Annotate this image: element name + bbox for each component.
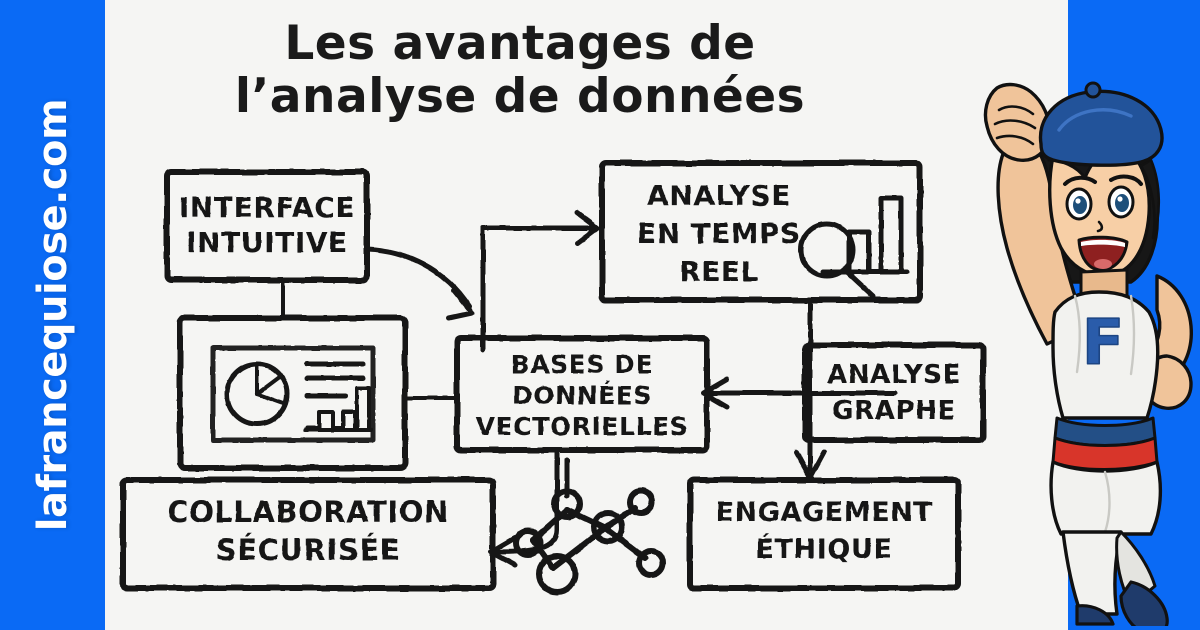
brand-site-name: lafrancequiose.com — [29, 98, 76, 532]
mascot-chest-logo: F — [1082, 306, 1124, 379]
edge-graphe-bases-arrowhead — [700, 376, 730, 410]
france-mascot-character: F — [983, 81, 1193, 626]
edge-interface-bases — [364, 246, 472, 309]
mascot-legs — [1061, 530, 1123, 616]
label-bases-line2: DONNÉES — [512, 381, 652, 410]
edge-bases-tempsreel — [480, 225, 594, 353]
mascot-shoe-right — [1119, 580, 1169, 626]
mascot-mouth — [1077, 235, 1129, 272]
label-collab-line2: SÉCURISÉE — [216, 533, 401, 567]
flowchart-diagram: INTERFACE INTUITIVE ANALYSE EN TEMPS REE… — [120, 160, 986, 595]
label-graphe-line2: GRAPHE — [832, 396, 956, 426]
edge-bases-collab — [494, 447, 560, 555]
label-interface-line2: INTUITIVE — [186, 226, 348, 259]
page-title: Les avantages de l’analyse de données — [105, 16, 935, 124]
label-ethique-line1: ENGAGEMENT — [715, 497, 932, 528]
node-engagement-ethique[interactable] — [687, 477, 961, 591]
label-bases-line3: VECTORIELLES — [476, 412, 689, 441]
brand-sidebar: lafrancequiose.com — [0, 0, 105, 630]
node-analyse-temps-reel[interactable] — [599, 160, 923, 303]
node-bases-donnees-vectorielles[interactable] — [454, 335, 710, 453]
page-title-line-2: l’analyse de données — [234, 68, 806, 124]
page-title-line-1: Les avantages de — [284, 16, 756, 71]
node-interface-intuitive[interactable] — [164, 169, 370, 283]
label-collab-line1: COLLABORATION — [167, 495, 449, 529]
label-tempsreel-line1: ANALYSE — [647, 179, 791, 212]
label-tempsreel-line3: REEL — [679, 255, 759, 288]
label-ethique-line2: ÉTHIQUE — [755, 533, 892, 565]
dashboard-chart-icon — [210, 345, 376, 443]
label-interface-line1: INTERFACE — [179, 191, 355, 224]
network-graph-icon — [513, 457, 666, 595]
node-dashboard-icon-box[interactable] — [177, 315, 408, 471]
node-labels: INTERFACE INTUITIVE ANALYSE EN TEMPS REE… — [167, 179, 961, 567]
mascot-beret-nub — [1084, 81, 1102, 99]
mascot-shoe-left — [1075, 604, 1115, 626]
magnifier-barchart-icon — [798, 195, 910, 299]
node-analyse-graphe[interactable] — [802, 342, 986, 443]
edge-bases-tempsreel-arrowhead — [574, 210, 600, 246]
mascot-beret — [1038, 89, 1164, 167]
edge-interface-bases-arrowhead — [446, 287, 475, 321]
node-collaboration-securisee[interactable] — [120, 477, 496, 591]
label-graphe-line1: ANALYSE — [827, 360, 961, 390]
mascot-shorts — [1049, 460, 1163, 536]
label-bases-line1: BASES DE — [511, 350, 654, 379]
label-tempsreel-line2: EN TEMPS — [637, 217, 801, 250]
